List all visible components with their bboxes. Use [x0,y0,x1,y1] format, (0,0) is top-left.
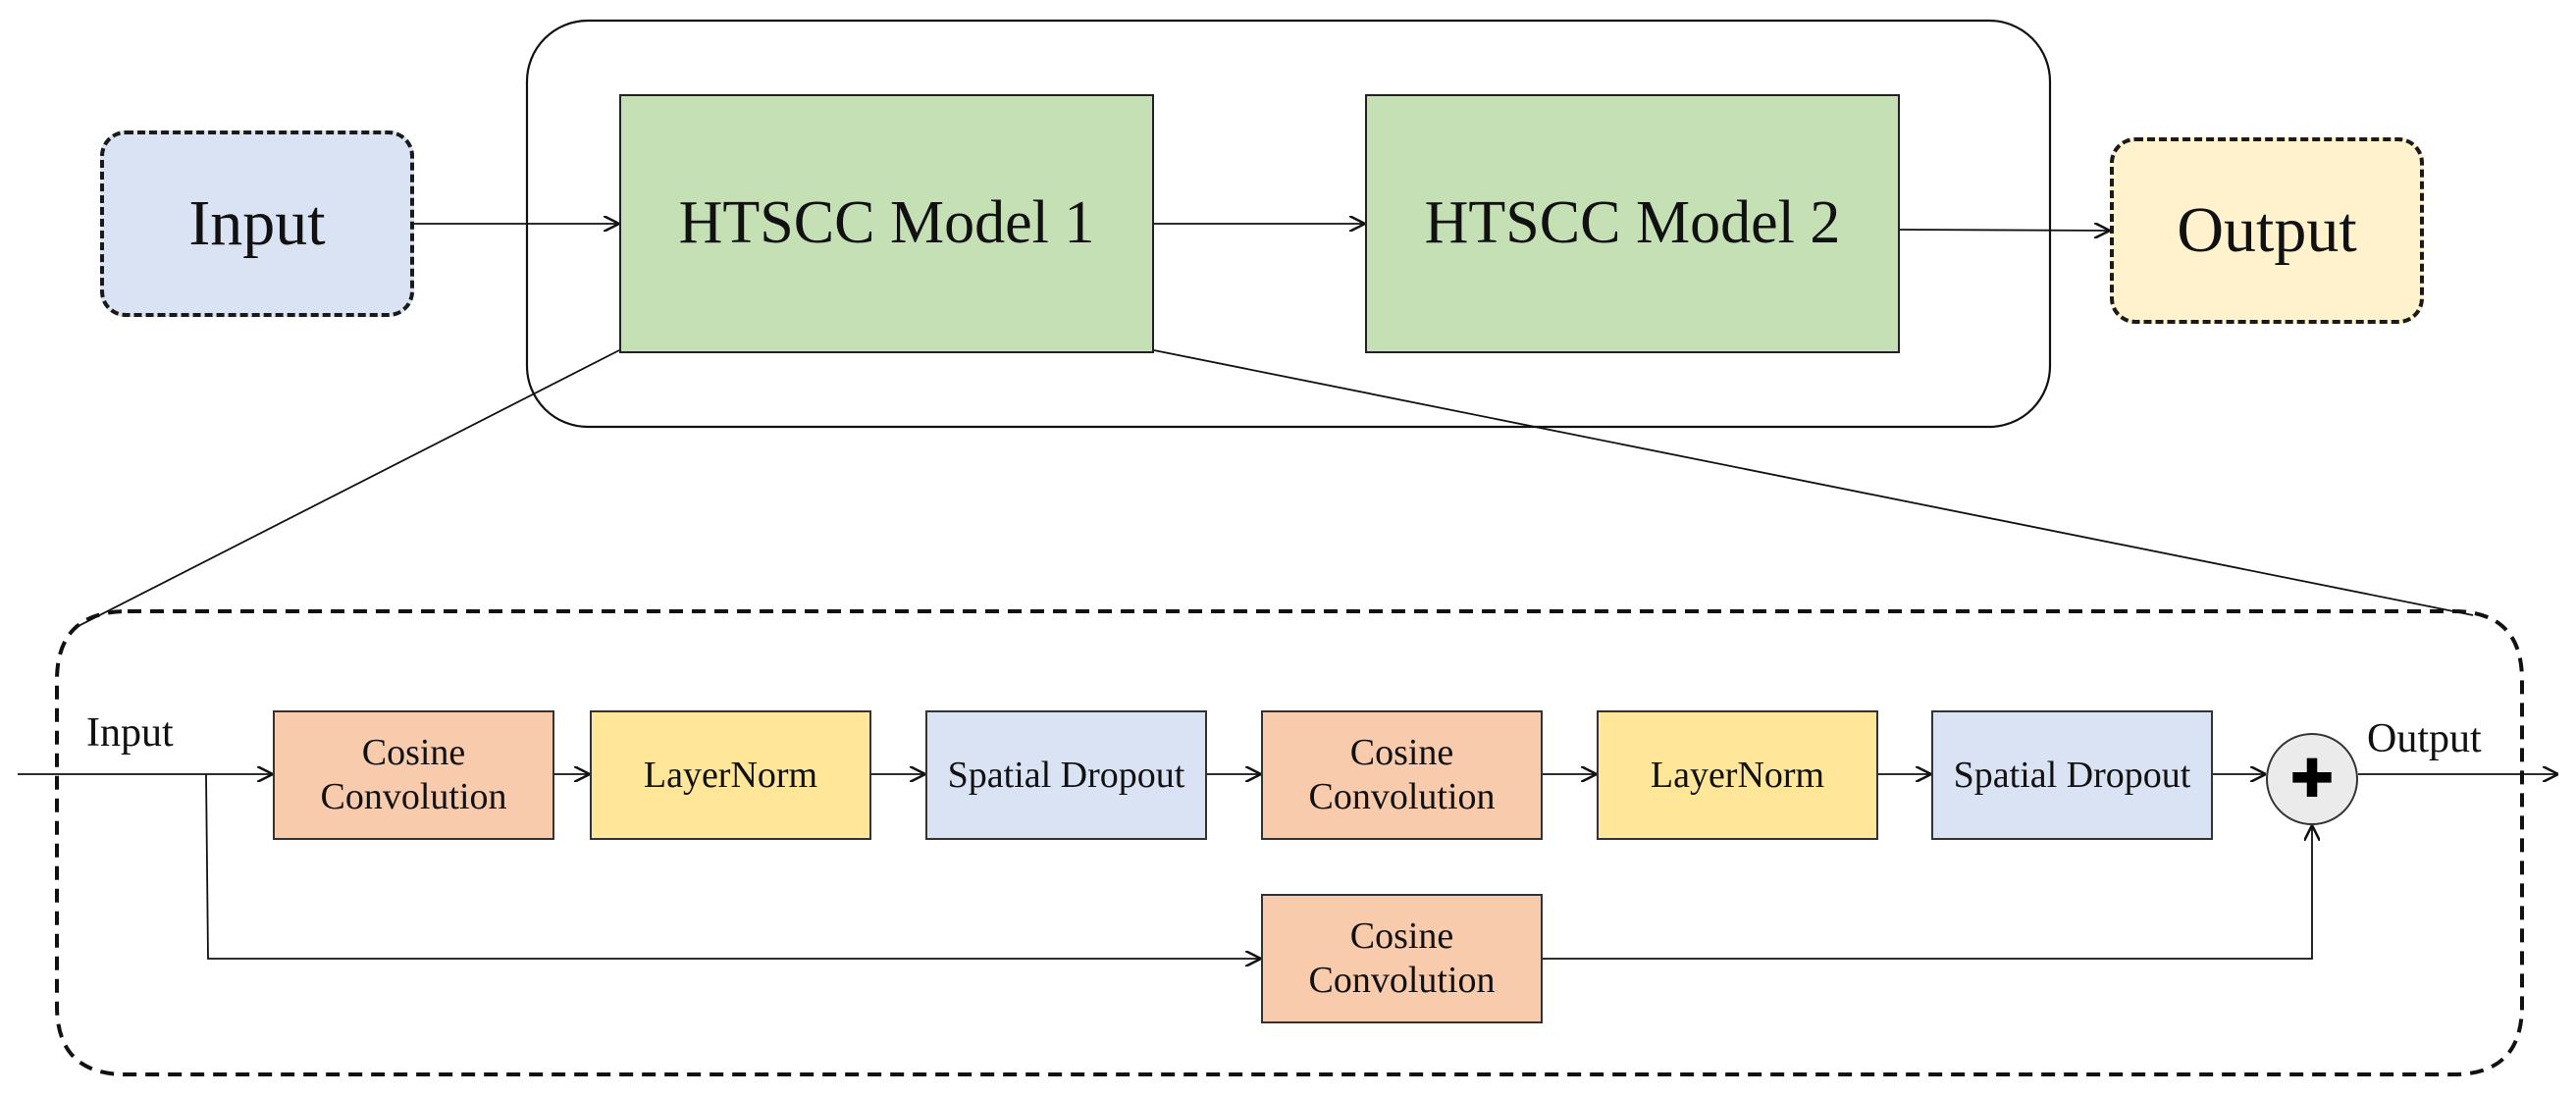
cosine-convolution-skip-block: Cosine Convolution [1261,894,1543,1023]
arrow-model-2-to-output [1899,230,2110,231]
output-node: Output [2110,137,2424,324]
htscc-model-1-block: HTSCC Model 1 [619,94,1154,353]
detail-output-label: Output [2367,716,2482,761]
plus-icon: ✚ [2289,748,2335,810]
cosine-convolution-block-1: Cosine Convolution [273,710,554,840]
spatial-dropout-block-2: Spatial Dropout [1931,710,2213,840]
detail-input-label: Input [86,710,174,756]
layernorm-block-2: LayerNorm [1597,710,1878,840]
htscc-model-2-block: HTSCC Model 2 [1365,94,1900,353]
detail-container [55,609,2524,1076]
residual-add-node: ✚ [2266,733,2358,825]
cosine-convolution-block-2: Cosine Convolution [1261,710,1543,840]
zoom-line-left [74,349,620,629]
skip-path-to-cosine-3 [205,773,1261,959]
spatial-dropout-block-1: Spatial Dropout [925,710,1207,840]
zoom-line-right [1153,349,2474,616]
input-node: Input [100,131,414,317]
skip-path-cosine-3-to-adder [1543,825,2312,960]
layernorm-block-1: LayerNorm [590,710,871,840]
